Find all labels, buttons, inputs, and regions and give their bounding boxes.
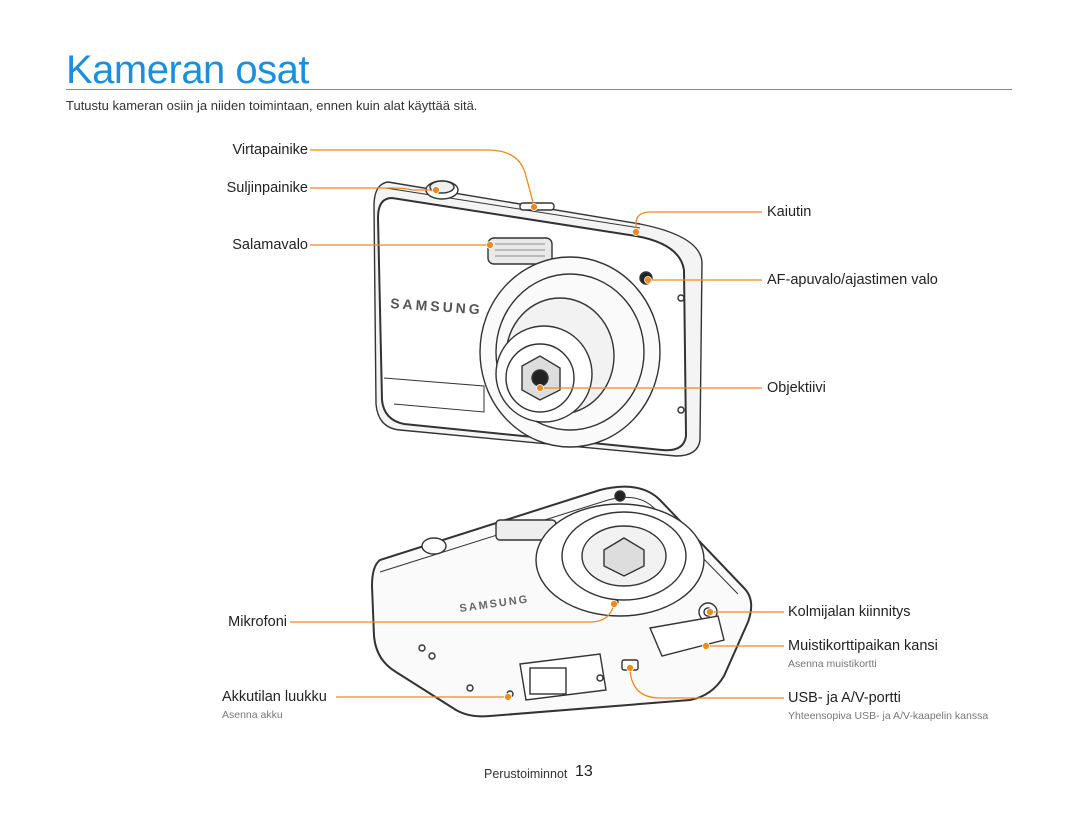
brand-logo-front: SAMSUNG [390,295,483,317]
flash-shape [487,237,553,265]
label-tripod-mount: Kolmijalan kiinnitys [788,604,911,620]
callout-shutter [310,187,436,191]
label-speaker: Kaiutin [767,204,812,220]
label-battery-door: Akkutilan luukku [222,689,327,705]
footer-section: Perustoiminnot [484,767,568,781]
front-camera [373,180,703,457]
note-battery-door: Asenna akku [222,709,283,721]
label-af-light: AF-apuvalo/ajastimen valo [767,272,938,288]
label-flash: Salamavalo [232,237,308,253]
label-usb-port: USB- ja A/V-portti [788,690,901,706]
label-power-button: Virtapainike [232,142,308,158]
page-title: Kameran osat [66,48,310,92]
label-lens: Objektiivi [767,380,826,396]
card-slot-shape [649,615,725,657]
callout-power [310,149,535,207]
label-card-slot: Muistikorttipaikan kansi [788,638,938,654]
callout-dots [432,186,714,701]
label-microphone: Mikrofoni [228,614,287,630]
label-shutter-button: Suljinpainike [226,180,308,196]
back-camera [370,485,753,718]
note-card-slot: Asenna muistikortti [788,658,877,670]
title-divider [66,89,1012,90]
intro-text: Tutustu kameran osiin ja niiden toiminta… [66,98,478,113]
callout-speaker [635,211,762,232]
page-number: 13 [575,763,593,780]
note-usb-port: Yhteensopiva USB- ja A/V-kaapelin kanssa [788,710,989,722]
callout-usb [629,669,784,699]
